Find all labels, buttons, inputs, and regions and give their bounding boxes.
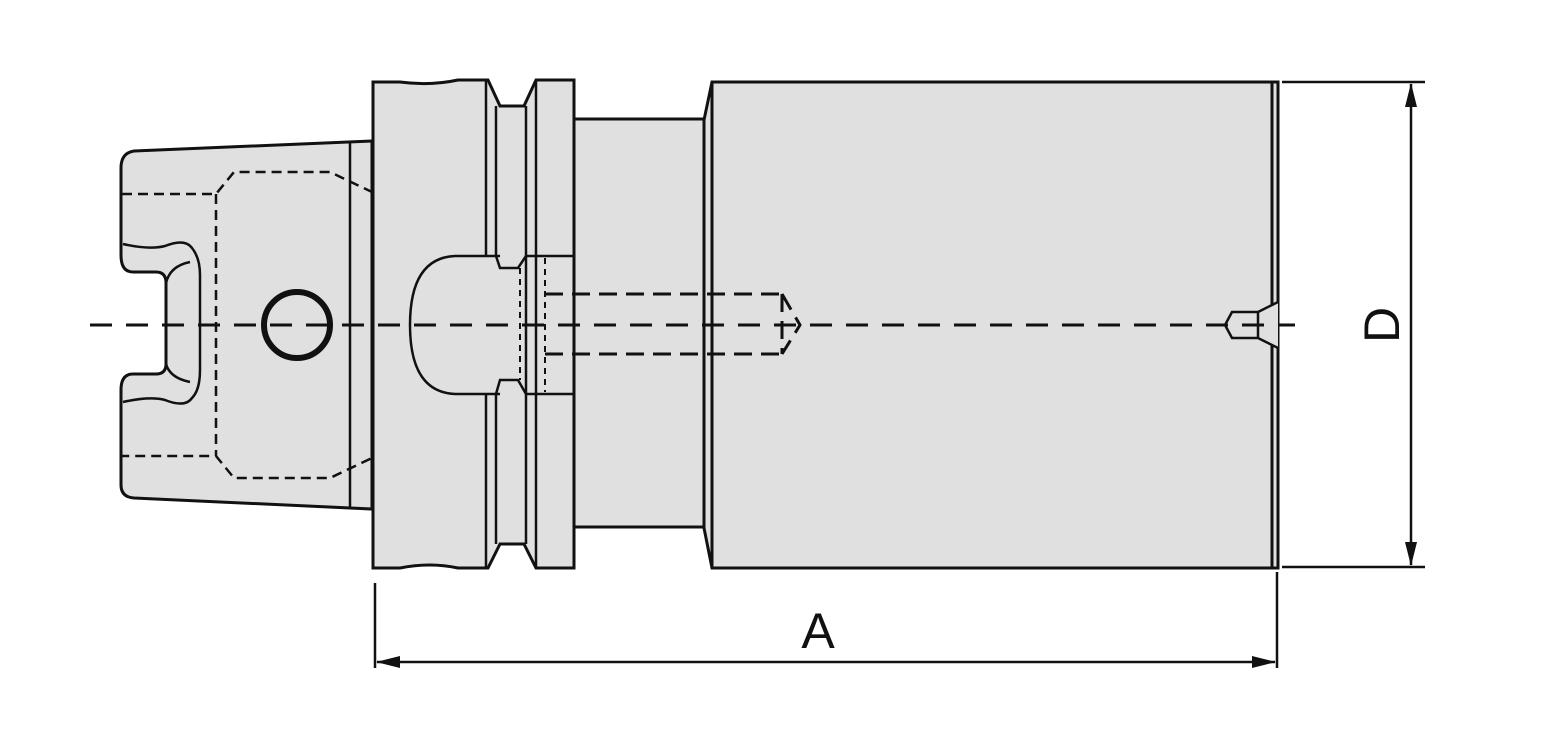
neck — [572, 117, 706, 529]
dimension-a-label: A — [801, 603, 835, 659]
clamp-pocket — [494, 254, 574, 396]
dimension-d-label: D — [1354, 307, 1410, 343]
dimension-d — [1282, 80, 1425, 569]
internal-bore — [545, 292, 802, 356]
drive-slot — [122, 241, 202, 405]
cross-hole-circle — [261, 289, 333, 361]
clamp-hidden — [519, 258, 546, 392]
dimension-a — [373, 572, 1279, 668]
